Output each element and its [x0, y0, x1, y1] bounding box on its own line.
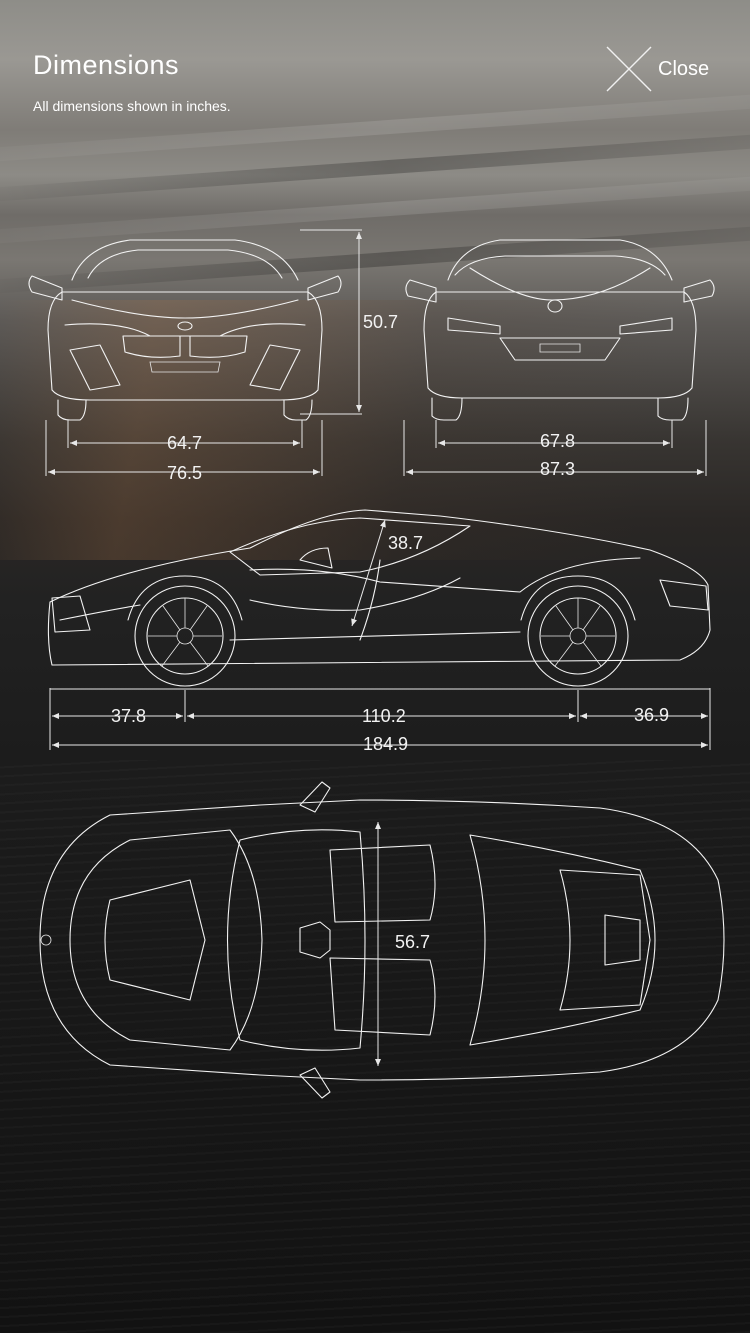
close-button[interactable]: Close — [604, 44, 724, 94]
page-title: Dimensions — [33, 50, 180, 80]
headroom-label: 38.7 — [388, 533, 424, 553]
background-glow — [0, 300, 750, 560]
height-label: 50.7 — [363, 312, 399, 332]
front-overhang-label: 37.8 — [111, 706, 147, 726]
side-view — [47, 509, 711, 687]
close-x-icon — [606, 46, 652, 92]
rear-track-label: 67.8 — [540, 431, 576, 451]
front-track-label: 64.7 — [167, 433, 203, 453]
page-subtitle: All dimensions shown in inches. — [33, 98, 231, 114]
top-view — [39, 781, 725, 1099]
rear-width-label: 87.3 — [540, 459, 576, 479]
interior-width-label: 56.7 — [395, 932, 431, 952]
front-width-label: 76.5 — [167, 463, 203, 483]
wheelbase-label: 110.2 — [362, 706, 406, 726]
overall-length-label: 184.9 — [363, 734, 409, 754]
front-view — [28, 239, 342, 421]
headroom-dimension-line — [351, 519, 386, 627]
rear-view — [405, 239, 715, 421]
close-label: Close — [658, 58, 710, 80]
rear-overhang-label: 36.9 — [634, 705, 670, 725]
